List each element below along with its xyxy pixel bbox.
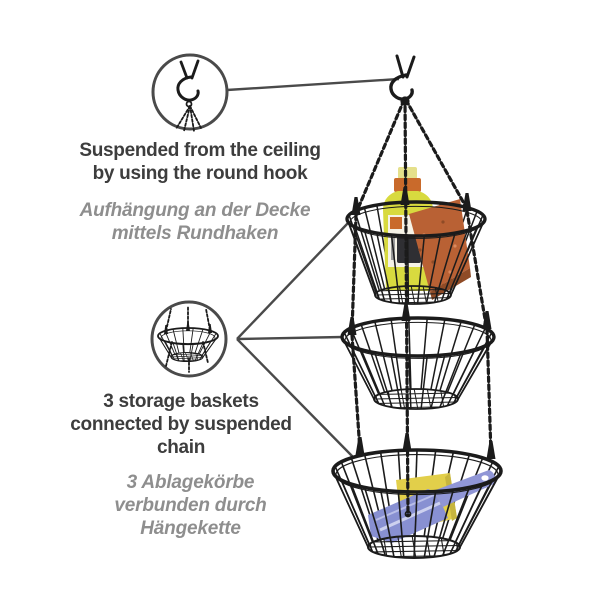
callout-circle-hook (151, 53, 229, 131)
hanging-basket-zoom-icon (157, 306, 219, 373)
annotation-hook-title: Suspended from the ceiling by using the … (55, 139, 345, 185)
round-hook-icon (389, 54, 416, 106)
annotation-hook-subtitle: Aufhängung an der Decke mittels Rundhake… (50, 199, 340, 245)
annotation-line: connected by suspended (70, 414, 292, 435)
callout-line-top-basket (236, 222, 349, 340)
annotation-line: Hängekette (140, 518, 241, 539)
annotation-baskets-subtitle: 3 Ablagekörbe verbunden durch Hängekette (48, 471, 333, 540)
callout-line-bottom-basket (236, 338, 354, 458)
annotation-line: verbunden durch (114, 495, 267, 516)
annotation-line: Aufhängung an der Decke (79, 200, 311, 221)
callout-line-hook (226, 77, 400, 92)
annotation-baskets-title: 3 storage baskets connected by suspended… (42, 390, 320, 459)
annotation-line: 3 storage baskets (103, 391, 259, 412)
callout-basket-detail (150, 300, 228, 378)
annotation-line: chain (156, 437, 206, 458)
annotation-line: by using the round hook (92, 163, 308, 184)
baskets-front-wires (331, 187, 503, 559)
round-hook-zoom-icon (175, 59, 202, 132)
callout-hook-detail (151, 53, 229, 132)
annotation-line: Suspended from the ceiling (79, 140, 321, 161)
annotation-line: mittels Rundhaken (111, 223, 279, 244)
callout-lines (226, 77, 400, 458)
annotation-line: 3 Ablagekörbe (126, 472, 255, 493)
callout-line-middle-basket (236, 335, 344, 341)
scrub-sponge-icon (409, 199, 471, 300)
